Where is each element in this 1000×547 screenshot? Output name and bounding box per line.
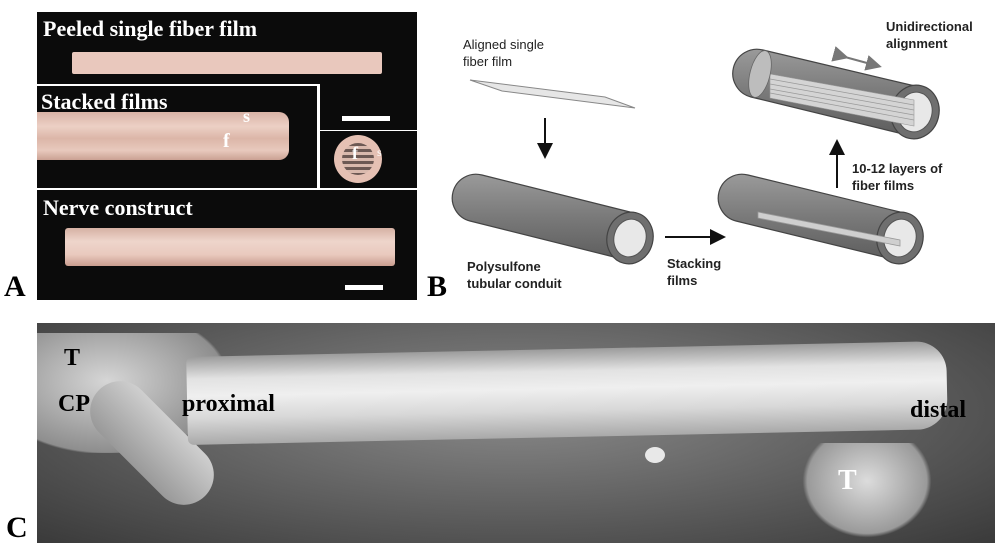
peeled-film-label: Peeled single fiber film <box>43 16 258 41</box>
cross-marker-f: f <box>352 143 358 163</box>
unidirectional-label: Unidirectional alignment <box>886 19 973 51</box>
panel-b-letter: B <box>427 270 448 303</box>
stacked-marker-f: f <box>223 130 230 152</box>
tissue-right <box>802 443 932 538</box>
scale-bar-bottom <box>345 285 383 290</box>
implant-photo <box>37 323 995 543</box>
label-t-left: T <box>64 345 81 371</box>
label-proximal: proximal <box>182 391 275 417</box>
fabrication-schematic <box>451 46 940 265</box>
fluid-droplet <box>645 447 665 463</box>
stacking-label: Stacking films <box>667 256 722 288</box>
layered-conduit <box>732 48 940 140</box>
panel-c: T CP proximal distal T C <box>0 305 1000 547</box>
cross-section-core <box>342 143 374 175</box>
aligned-film-label: Aligned single fiber film <box>463 37 544 69</box>
stacked-film-rod <box>37 112 289 160</box>
peeled-film-strip <box>72 52 382 74</box>
implanted-conduit <box>186 341 948 445</box>
stacked-marker-s: s <box>243 106 251 126</box>
polysulfone-label: Polysulfone tubular conduit <box>467 259 562 291</box>
single-film-sheet <box>469 79 636 109</box>
layers-label: 10-12 layers of fiber films <box>852 161 943 193</box>
nerve-construct-photo: Nerve construct <box>37 190 417 300</box>
polysulfone-conduit <box>451 173 654 265</box>
nerve-construct-label: Nerve construct <box>43 195 193 220</box>
conduit-with-film <box>717 173 924 265</box>
panel-c-letter: C <box>6 511 28 544</box>
nerve-construct-tube <box>65 228 395 266</box>
bidirectional-arrow <box>831 46 882 71</box>
stacked-films-label: Stacked films <box>41 89 168 114</box>
stacked-films-photo: Stacked films s f <box>37 86 317 188</box>
cross-marker-s: s <box>377 145 382 159</box>
label-cp: CP <box>58 391 90 417</box>
panel-a-letter: A <box>4 270 26 303</box>
label-t-right: T <box>838 465 857 496</box>
scale-column-photo <box>320 84 417 130</box>
panel-a: Peeled single fiber film Stacked films s… <box>0 0 420 305</box>
scale-bar-top <box>342 116 390 121</box>
label-distal: distal <box>910 397 967 423</box>
peeled-film-photo: Peeled single fiber film <box>37 12 417 84</box>
panel-b: Aligned single fiber film Polysulfone tu… <box>420 0 1000 305</box>
cross-section-photo: f s <box>320 131 417 188</box>
